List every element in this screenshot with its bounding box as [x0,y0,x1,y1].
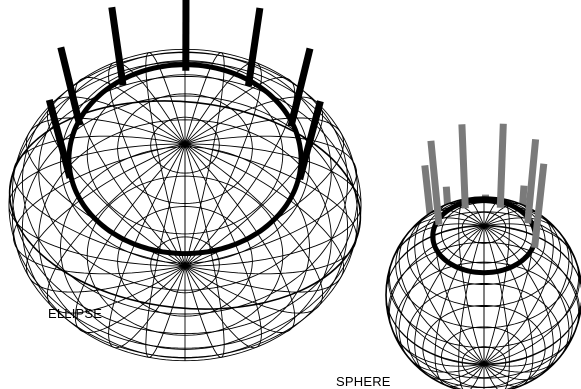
sphere-figure [386,124,581,389]
sphere-wireframe-mesh [386,197,581,389]
ellipsoid-pin [61,47,80,125]
ellipsoid-pin [112,7,123,85]
sphere-pin [500,124,503,208]
sphere-pin [462,124,465,208]
sphere-label: SPHERE [336,374,391,389]
ellipse-label: ELLIPSE [48,306,102,321]
